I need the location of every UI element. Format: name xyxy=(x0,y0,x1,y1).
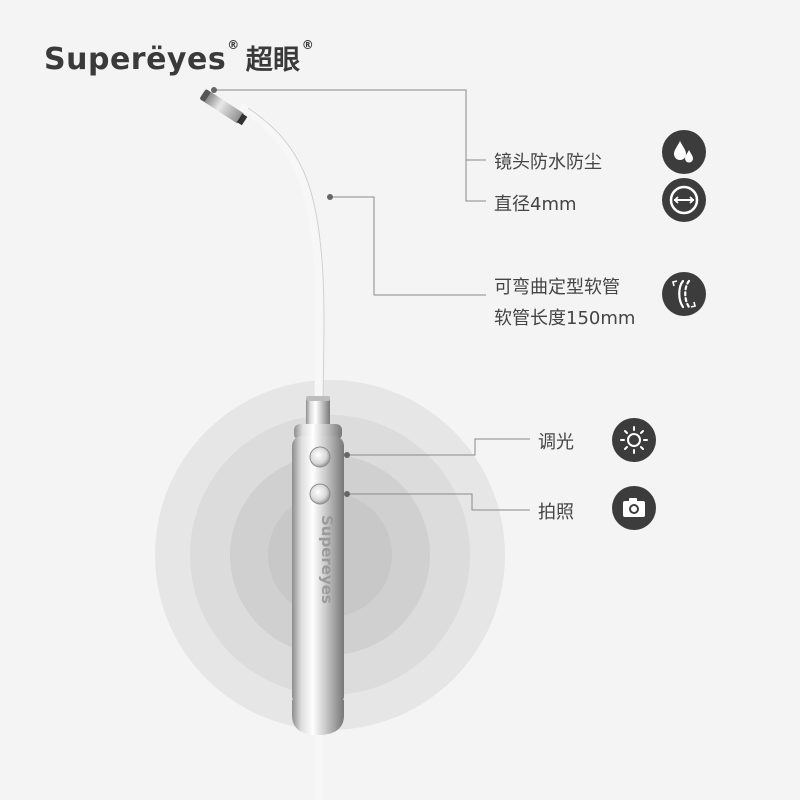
sun-brightness-icon xyxy=(612,418,656,462)
brand-name: Superëyes xyxy=(44,42,227,77)
device-handle xyxy=(292,396,344,735)
feature-photo: 拍照 xyxy=(538,502,574,523)
feature-flexible: 可弯曲定型软管 xyxy=(494,277,620,298)
device-brand-text: Supereyes xyxy=(318,515,336,604)
camera-tip xyxy=(200,89,248,126)
brand-logo: Superëyes®超眼® xyxy=(44,38,314,77)
brand-cn-name: 超眼 xyxy=(245,45,301,76)
lens-diameter-icon xyxy=(662,178,706,222)
photo-button xyxy=(309,483,331,505)
dimming-button xyxy=(309,446,331,468)
flexible-cable xyxy=(239,103,325,407)
brand-reg-mark: ® xyxy=(227,38,240,52)
feature-diameter: 直径4mm xyxy=(494,194,577,215)
brand-cn-reg-mark: ® xyxy=(301,38,315,52)
bendable-tube-icon xyxy=(662,272,706,316)
camera-icon xyxy=(612,486,656,530)
feature-dimming: 调光 xyxy=(538,432,574,453)
feature-length: 软管长度150mm xyxy=(494,308,636,329)
water-drop-icon xyxy=(662,130,706,174)
callout-dots xyxy=(211,87,350,497)
feature-waterproof: 镜头防水防尘 xyxy=(494,152,602,173)
callout-lines xyxy=(214,89,530,511)
